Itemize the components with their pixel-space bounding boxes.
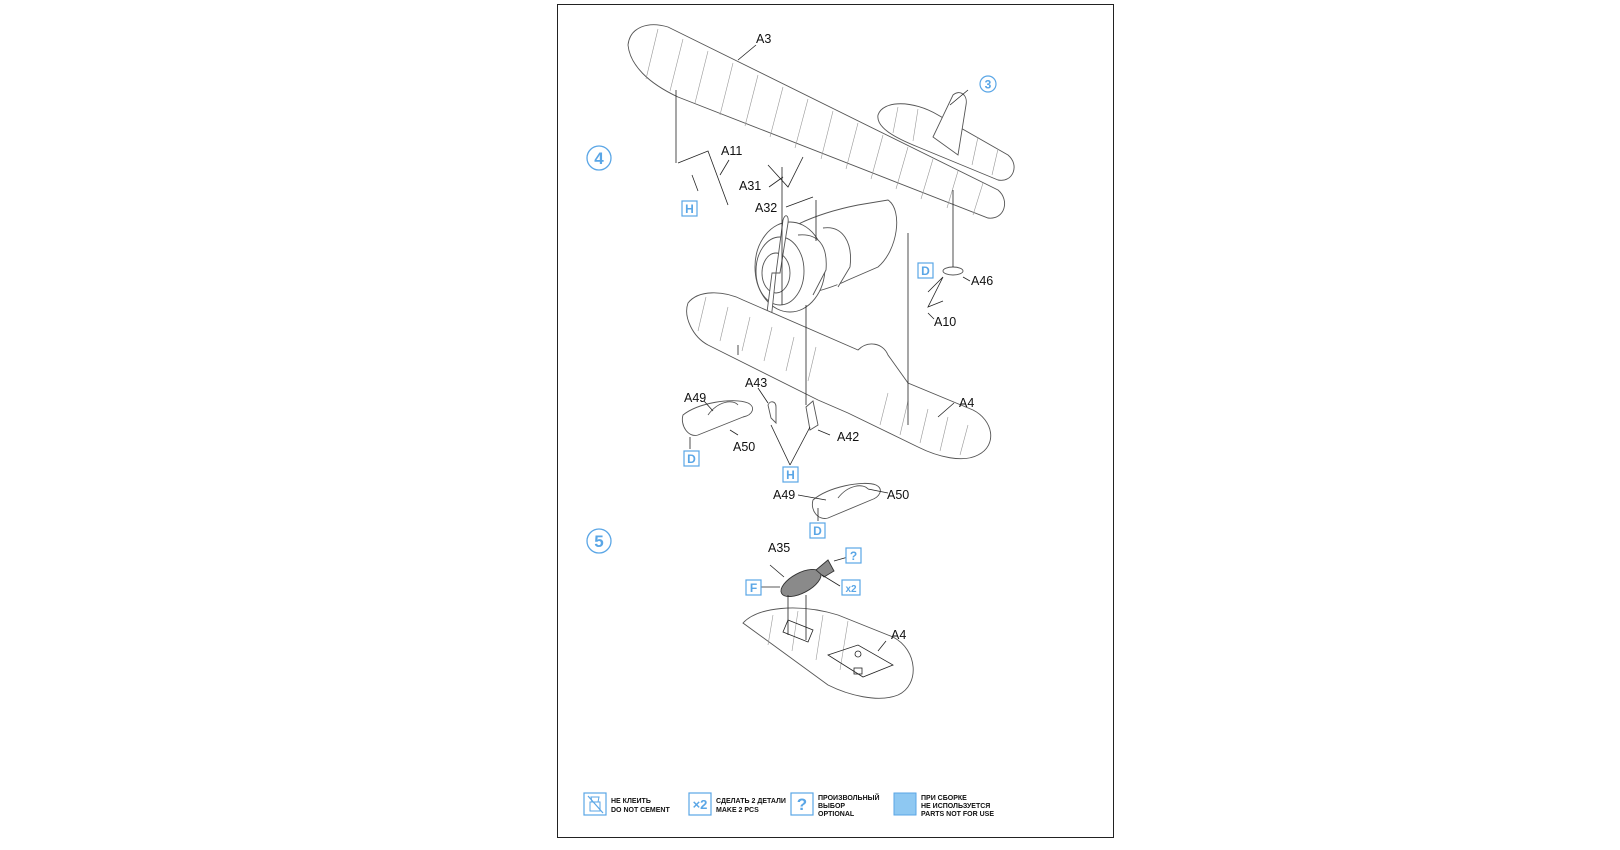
step-4-number: 4 [594, 149, 604, 168]
legend-item-make-two: ×2 СДЕЛАТЬ 2 ДЕТАЛИ MAKE 2 PCS [688, 792, 786, 816]
legend-item-do-not-cement: НЕ КЛЕИТЬ DO NOT CEMENT [583, 792, 670, 816]
callout-h-strut-box [681, 200, 698, 217]
ski-right [811, 482, 881, 519]
legend-line: ВЫБОР [818, 803, 845, 810]
legend-line: НЕ ИСПОЛЬЗУЕТСЯ [921, 803, 990, 810]
callout-x2-box [841, 579, 861, 596]
step-5-circle [586, 528, 612, 554]
legend-line: PARTS NOT FOR USE [921, 811, 994, 818]
legend-line: НЕ КЛЕИТЬ [611, 798, 651, 805]
optional-icon: ? [797, 795, 807, 814]
label-a50-right: A50 [887, 488, 909, 502]
callout-d-ski-right: D [813, 524, 822, 538]
callout-optional: ? [850, 549, 857, 563]
guide-lines [675, 90, 954, 425]
callout-d-ski-right-box [809, 522, 826, 539]
bomb-part [780, 559, 835, 598]
instruction-sheet: 4 [557, 4, 1114, 838]
legend-line: MAKE 2 PCS [716, 807, 759, 814]
callout-d-ski-left-box [683, 450, 700, 467]
callout-h-strut: H [685, 202, 694, 216]
label-a43: A43 [745, 376, 767, 390]
callout-d-a46-box [917, 262, 934, 279]
tail-ref-circle [979, 75, 997, 93]
label-a46: A46 [971, 274, 993, 288]
make-two-icon: ×2 [693, 797, 708, 812]
step-5: 5 A35 A4 [586, 528, 914, 699]
legend-line: ПРИ СБОРКЕ [921, 795, 967, 802]
legend: НЕ КЛЕИТЬ DO NOT CEMENT ×2 СДЕЛАТЬ 2 ДЕТ… [583, 792, 994, 818]
callout-x2: x2 [845, 584, 857, 595]
label-a11: A11 [721, 144, 742, 158]
label-a10: A10 [934, 315, 956, 329]
label-a50-left: A50 [733, 440, 755, 454]
callout-f-box [745, 579, 762, 596]
assembly-diagram: 4 [583, 24, 1015, 818]
label-a4-step4: A4 [959, 396, 974, 410]
tail-ref-number: 3 [985, 78, 992, 92]
legend-line: ПРОИЗВОЛЬНЫЙ [818, 793, 880, 802]
step-4: 4 [586, 24, 1015, 539]
tail-assembly [877, 92, 1015, 181]
lower-wing-part [686, 292, 992, 460]
callout-d-ski-left: D [687, 452, 696, 466]
do-not-cement-icon [587, 795, 604, 814]
legend-line: СДЕЛАТЬ 2 ДЕТАЛИ [716, 798, 786, 805]
label-a49-left: A49 [684, 391, 706, 405]
step-4-circle [586, 145, 612, 171]
label-a32: A32 [755, 201, 777, 215]
step-5-number: 5 [594, 532, 603, 551]
label-a4-step5: A4 [891, 628, 906, 642]
label-a42: A42 [837, 430, 859, 444]
ski-left [681, 400, 754, 436]
callout-h-gear: H [786, 468, 795, 482]
label-a35: A35 [768, 541, 790, 555]
fuselage-part [754, 199, 898, 313]
callout-optional-box [845, 547, 862, 564]
part-a46-shape [942, 266, 964, 276]
label-a3: A3 [756, 32, 771, 46]
callout-d-a46: D [921, 264, 930, 278]
wing-section-part [742, 607, 914, 699]
strut-parts [677, 150, 964, 431]
callout-h-gear-box [782, 466, 799, 483]
legend-line: OPTIONAL [818, 811, 855, 818]
parts-not-used-icon [893, 792, 917, 816]
label-a31: A31 [739, 179, 761, 193]
label-a49-right: A49 [773, 488, 795, 502]
upper-wing-part [627, 24, 1006, 219]
callout-f: F [750, 581, 757, 595]
legend-line: DO NOT CEMENT [611, 807, 670, 814]
leader-lines [689, 44, 971, 521]
legend-item-parts-not-used: ПРИ СБОРКЕ НЕ ИСПОЛЬЗУЕТСЯ PARTS NOT FOR… [893, 792, 994, 818]
legend-item-optional: ? ПРОИЗВОЛЬНЫЙ ВЫБОР OPTIONAL [790, 792, 880, 818]
